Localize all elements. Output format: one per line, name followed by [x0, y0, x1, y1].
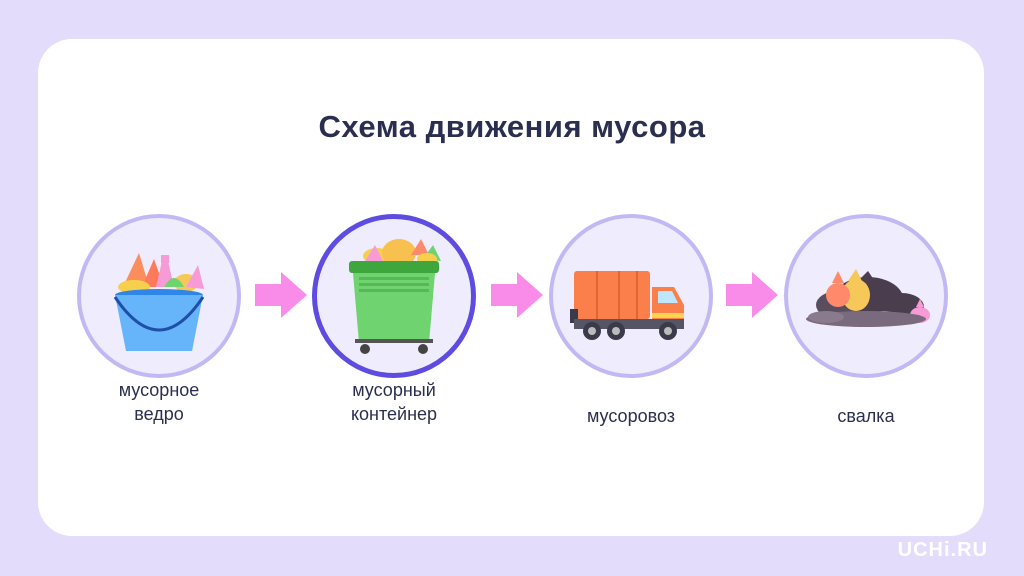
- stage-label-truck: мусоровоз: [586, 406, 676, 426]
- stage-container: [312, 214, 476, 378]
- arrow-right-icon: [491, 272, 543, 318]
- bucket-icon: [113, 253, 205, 351]
- arrow-right-icon: [255, 272, 307, 318]
- stage-bucket: [77, 214, 241, 378]
- stage-label-bucket: мусорное ведро: [118, 380, 200, 424]
- arrow-right-icon: [726, 272, 778, 318]
- diagram-title: Схема движения мусора: [318, 109, 706, 144]
- garbage-truck-icon: [570, 271, 684, 340]
- stage-landfill: [784, 214, 948, 378]
- stage-truck: [549, 214, 713, 378]
- landfill-icon: [806, 269, 930, 327]
- stage-label-landfill: свалка: [837, 406, 895, 426]
- stage-label-container: мусорный контейнер: [350, 380, 438, 424]
- uchi-logo: UCHi.RU: [897, 539, 988, 561]
- container-icon: [349, 239, 441, 354]
